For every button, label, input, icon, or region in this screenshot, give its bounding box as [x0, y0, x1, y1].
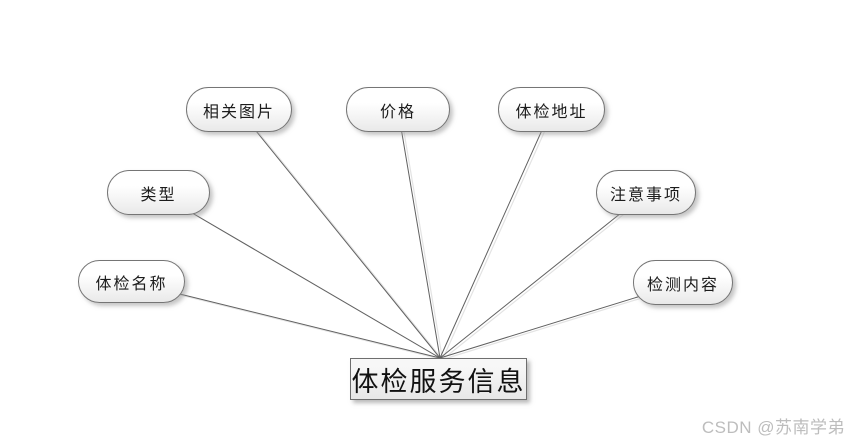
attribute-node-notes: 注意事项	[596, 170, 696, 215]
entity-node-checkup-service-info: 体检服务信息	[350, 358, 527, 400]
connector-price	[397, 109, 441, 359]
attribute-node-type: 类型	[107, 170, 210, 215]
attribute-node-checkup-name: 体检名称	[78, 260, 185, 303]
attribute-node-related-images: 相关图片	[186, 87, 292, 132]
attribute-node-price: 价格	[346, 87, 450, 132]
attribute-node-test-content: 检测内容	[633, 260, 733, 305]
attribute-node-checkup-address: 体检地址	[498, 87, 605, 132]
connector-related-images	[238, 109, 441, 359]
connector-notes	[439, 192, 647, 359]
connector-checkup-address	[439, 109, 552, 359]
connector-shadow-group	[133, 111, 686, 361]
connector-checkup-name	[130, 281, 441, 359]
watermark: CSDN @苏南学弟	[701, 418, 845, 437]
connector-type	[157, 192, 441, 359]
